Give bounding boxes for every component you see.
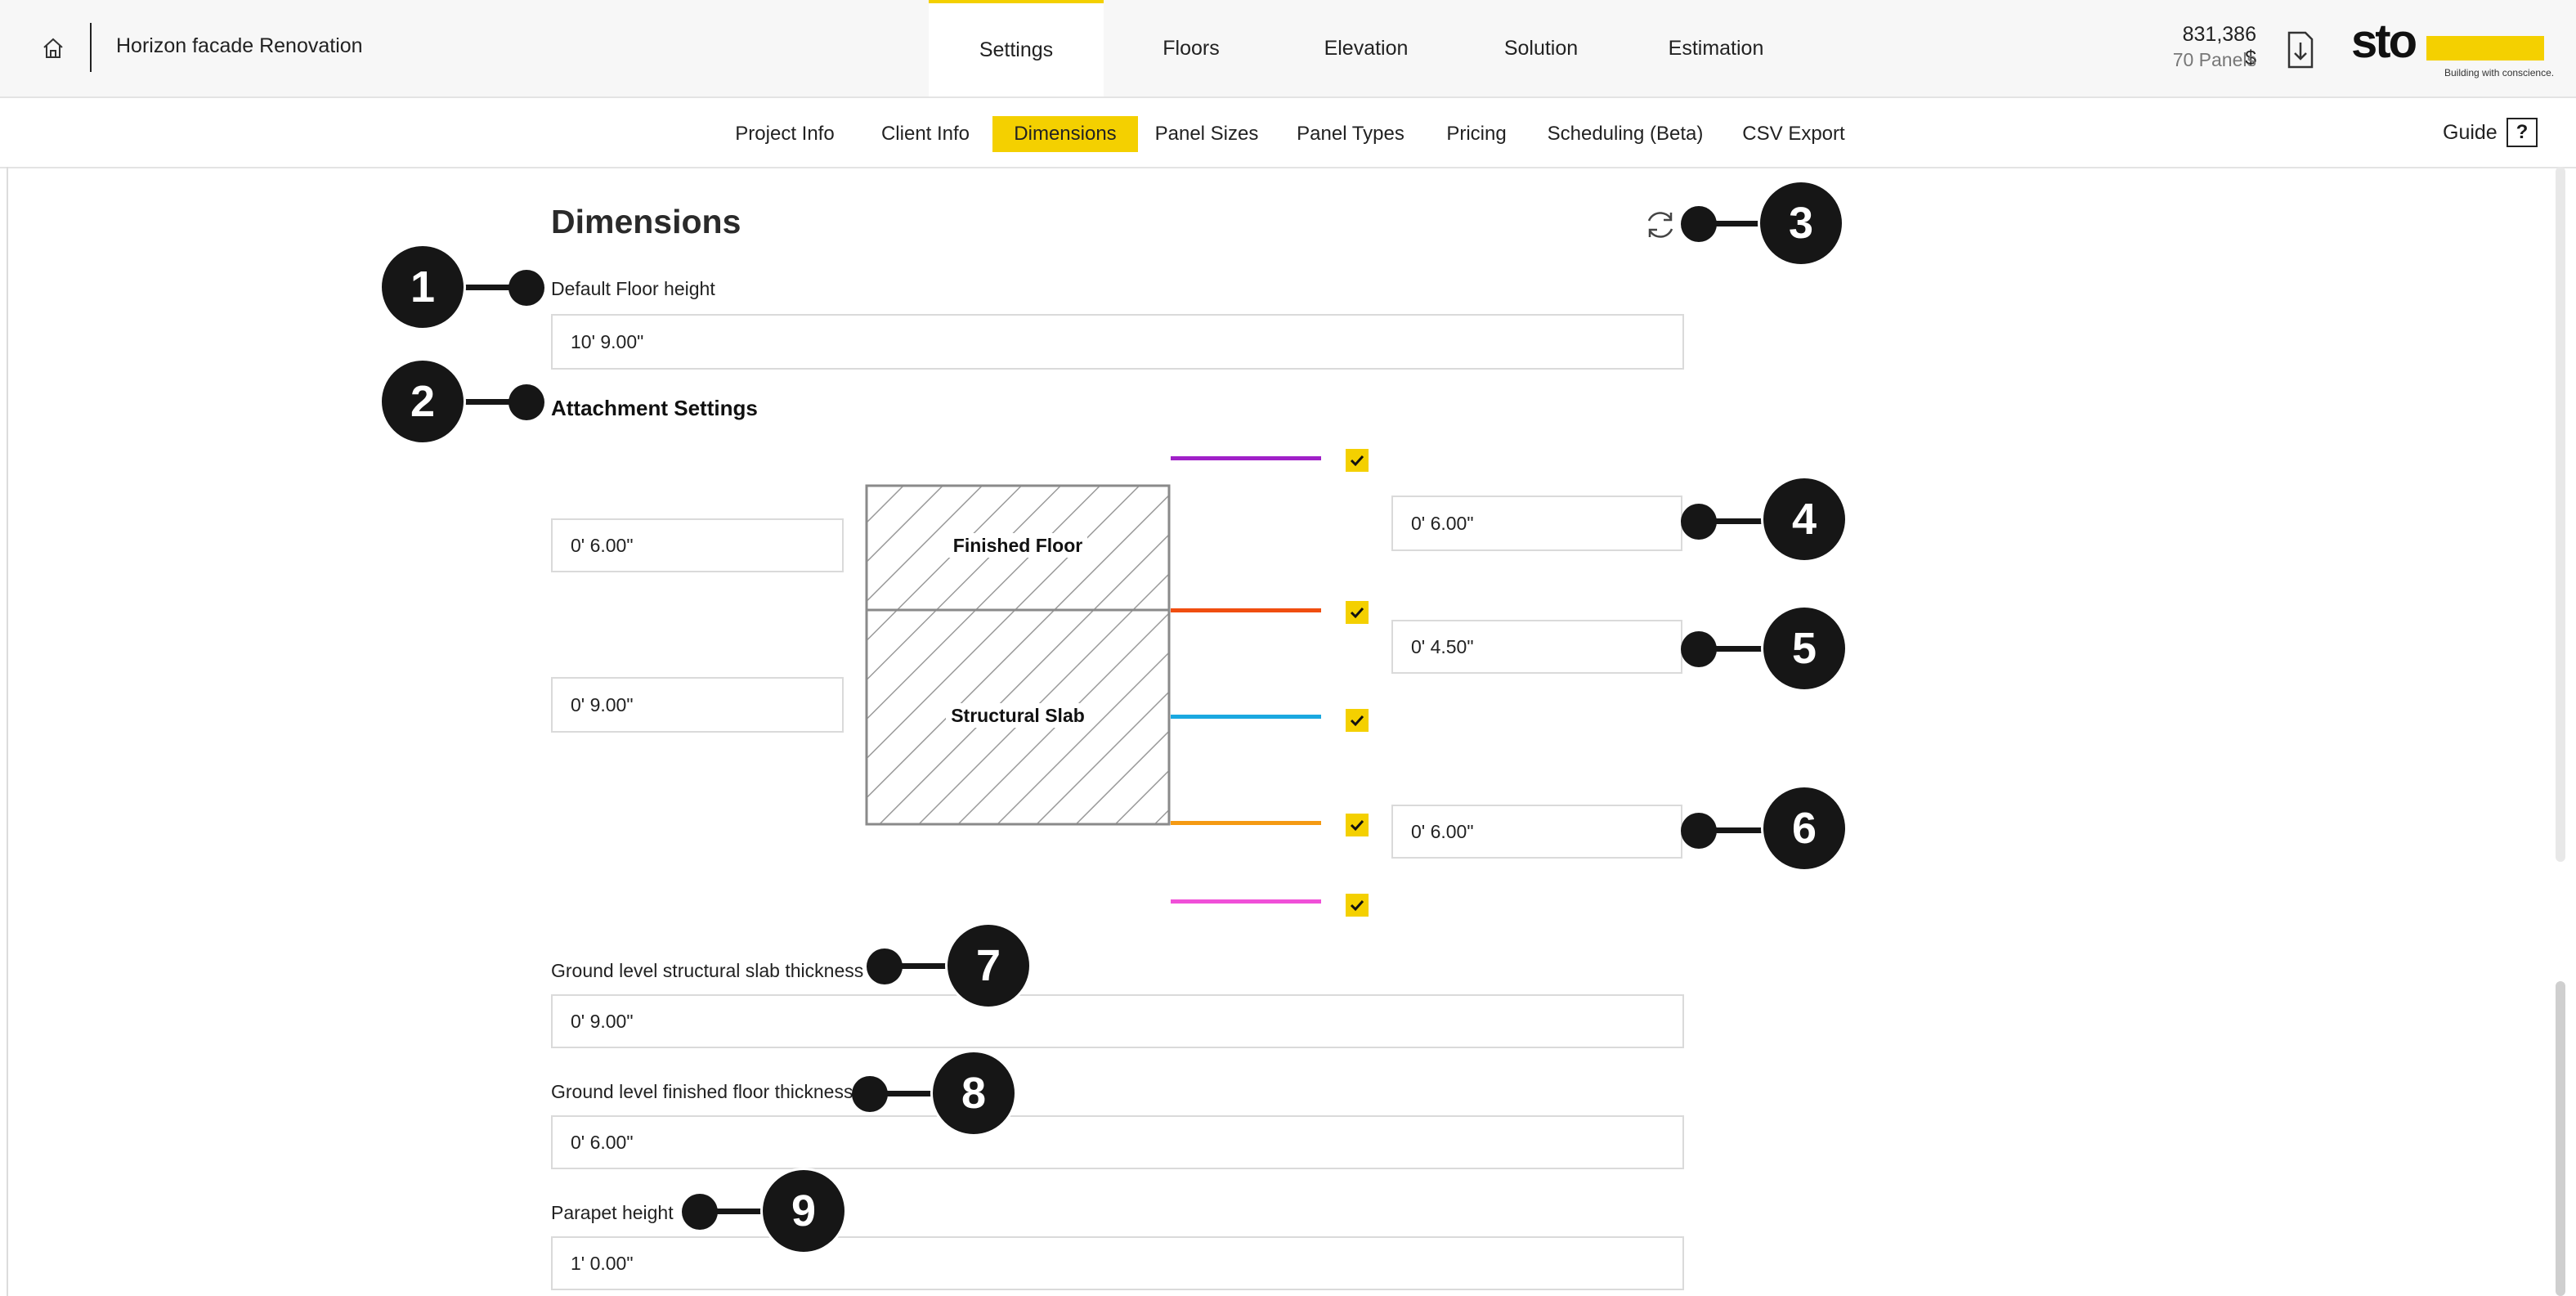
callout-badge-6: 6 xyxy=(1761,785,1848,872)
attachment-line-red xyxy=(1171,608,1321,612)
callout-badge-2: 2 xyxy=(379,358,466,445)
help-icon[interactable]: ? xyxy=(2507,118,2538,147)
logo-tagline: Building with conscience. xyxy=(2444,67,2555,78)
subtab-panel-sizes[interactable]: Panel Sizes xyxy=(1154,123,1259,145)
page-title: Dimensions xyxy=(551,203,741,240)
callout-dot xyxy=(1681,813,1717,849)
callout-dot xyxy=(682,1194,718,1230)
subtab-client-info[interactable]: Client Info xyxy=(880,123,970,145)
tab-settings[interactable]: Settings xyxy=(929,0,1104,96)
scrollbar-track[interactable] xyxy=(2556,167,2565,862)
home-icon[interactable] xyxy=(33,28,74,69)
top-bar xyxy=(0,0,2576,98)
default-floor-height-label: Default Floor height xyxy=(551,278,715,299)
callout-connector xyxy=(881,963,963,969)
project-name: Horizon facade Renovation xyxy=(116,34,363,57)
callout-connector xyxy=(458,399,530,405)
attachment-checkbox-5[interactable] xyxy=(1346,894,1369,917)
callout-dot xyxy=(867,948,903,984)
attachment-checkbox-4[interactable] xyxy=(1346,814,1369,836)
callout-connector xyxy=(458,285,530,290)
structural-slab-label: Structural Slab xyxy=(867,703,1169,728)
guide-label[interactable]: Guide xyxy=(2443,121,2498,144)
download-icon[interactable] xyxy=(2284,29,2317,70)
callout-badge-5: 5 xyxy=(1761,605,1848,692)
structural-slab-thickness-input[interactable]: 0' 9.00" xyxy=(551,677,844,733)
callout-badge-1: 1 xyxy=(379,244,466,330)
attachment-line-purple xyxy=(1171,456,1321,460)
attachment-line-blue xyxy=(1171,715,1321,719)
sto-logo: sto xyxy=(2351,15,2417,68)
callout-badge-7: 7 xyxy=(945,922,1032,1009)
tab-solution[interactable]: Solution xyxy=(1503,36,1579,60)
panel-count: 70 Panels xyxy=(2172,49,2256,70)
callout-connector xyxy=(1699,518,1772,524)
subtab-scheduling[interactable]: Scheduling (Beta) xyxy=(1547,123,1704,145)
ground-slab-label: Ground level structural slab thickness xyxy=(551,960,864,981)
attachment-checkbox-1[interactable] xyxy=(1346,449,1369,472)
callout-dot xyxy=(1681,206,1717,242)
attachment-settings-heading: Attachment Settings xyxy=(551,396,758,420)
finished-floor-label: Finished Floor xyxy=(867,533,1169,558)
subtab-panel-types[interactable]: Panel Types xyxy=(1297,123,1404,145)
attachment-checkbox-2[interactable] xyxy=(1346,601,1369,624)
logo-bar xyxy=(2426,36,2544,61)
sub-navigation xyxy=(0,98,2576,168)
subtab-csv-export[interactable]: CSV Export xyxy=(1742,123,1845,145)
subtab-pricing[interactable]: Pricing xyxy=(1446,123,1507,145)
callout-connector xyxy=(1699,646,1772,652)
callout-dot xyxy=(508,384,544,420)
tab-estimation[interactable]: Estimation xyxy=(1668,36,1764,60)
callout-dot xyxy=(852,1076,888,1112)
callout-connector xyxy=(1697,221,1771,226)
tab-elevation[interactable]: Elevation xyxy=(1324,36,1409,60)
default-floor-height-input[interactable]: 10' 9.00" xyxy=(551,314,1684,370)
header-divider xyxy=(90,23,92,72)
callout-dot xyxy=(1681,504,1717,540)
callout-dot xyxy=(508,270,544,306)
offset-bottom-input[interactable]: 0' 6.00" xyxy=(1391,805,1682,859)
content-border xyxy=(7,167,8,1296)
subtab-project-info[interactable]: Project Info xyxy=(735,123,835,145)
callout-badge-8: 8 xyxy=(930,1050,1017,1137)
ground-floor-label: Ground level finished floor thickness xyxy=(551,1081,853,1102)
finished-floor-thickness-input[interactable]: 0' 6.00" xyxy=(551,518,844,572)
callout-connector xyxy=(1699,827,1772,833)
callout-connector xyxy=(865,1091,947,1096)
parapet-label: Parapet height xyxy=(551,1202,674,1223)
attachment-line-orange xyxy=(1171,821,1321,825)
total-price: 831,386 $ xyxy=(2182,23,2256,70)
attachment-checkbox-3[interactable] xyxy=(1346,709,1369,732)
callout-badge-3: 3 xyxy=(1758,180,1844,267)
refresh-icon[interactable] xyxy=(1642,206,1679,244)
ground-slab-input[interactable]: 0' 9.00" xyxy=(551,994,1684,1048)
scrollbar-thumb[interactable] xyxy=(2556,981,2565,1296)
ground-floor-input[interactable]: 0' 6.00" xyxy=(551,1115,1684,1169)
subtab-dimensions[interactable]: Dimensions xyxy=(992,116,1138,152)
callout-badge-9: 9 xyxy=(760,1168,847,1254)
tab-floors[interactable]: Floors xyxy=(1163,36,1220,60)
attachment-line-pink xyxy=(1171,899,1321,904)
callout-badge-4: 4 xyxy=(1761,476,1848,563)
callout-dot xyxy=(1681,631,1717,667)
parapet-input[interactable]: 1' 0.00" xyxy=(551,1236,1684,1290)
offset-middle-input[interactable]: 0' 4.50" xyxy=(1391,620,1682,674)
offset-top-input[interactable]: 0' 6.00" xyxy=(1391,496,1682,551)
callout-connector xyxy=(697,1209,778,1214)
